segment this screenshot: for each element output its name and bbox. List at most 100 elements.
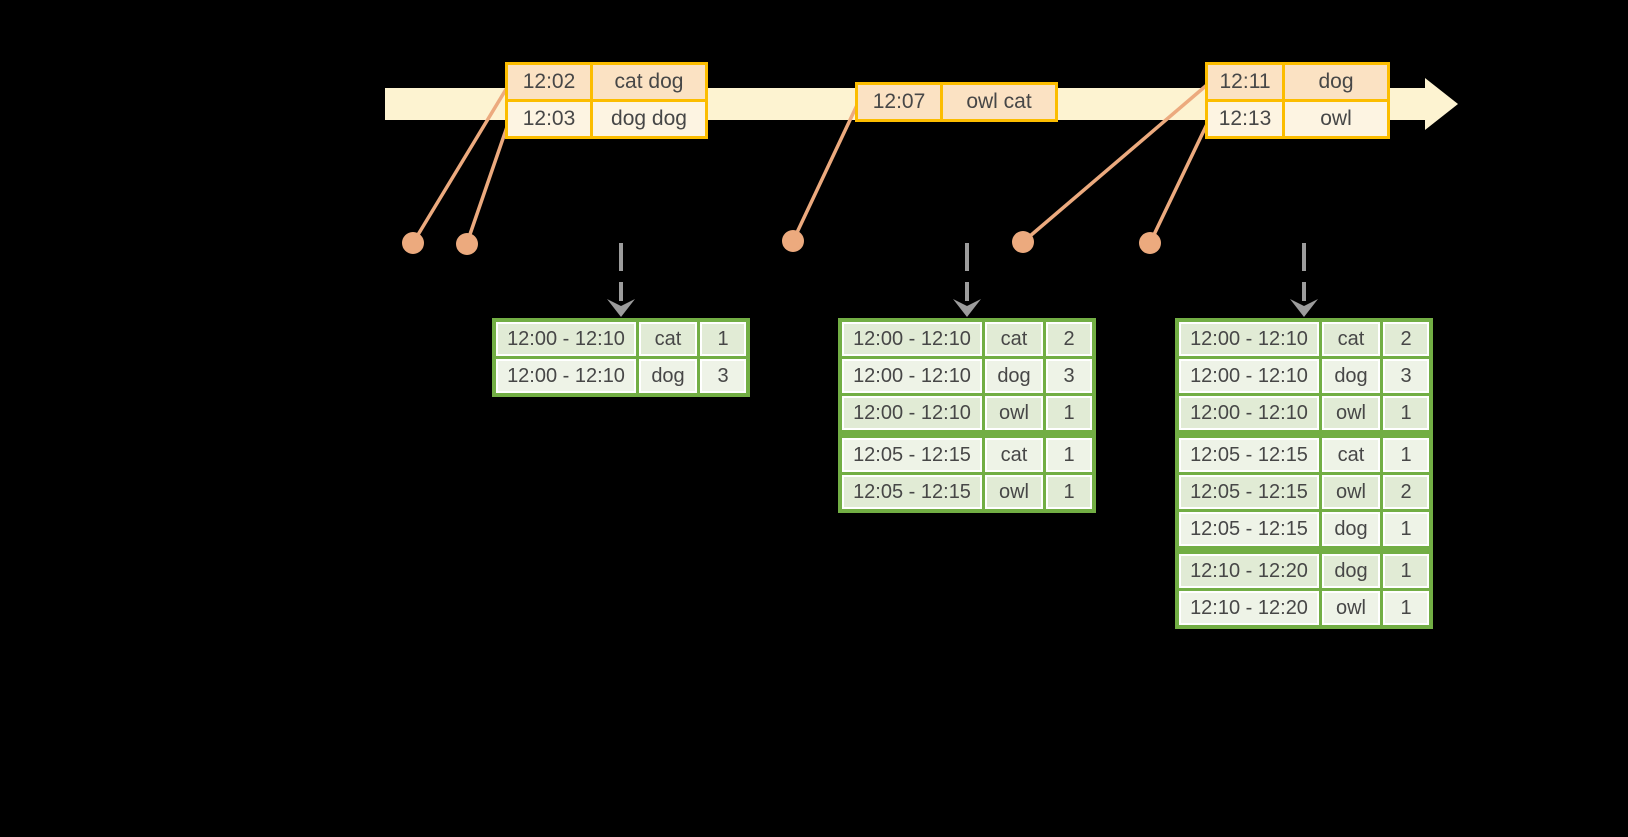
result-word-cell-value: owl <box>1324 593 1378 623</box>
result-word-cell: cat <box>639 322 697 356</box>
connector-line <box>465 123 510 244</box>
event-words-cell: dog dog <box>593 102 705 136</box>
event-words-cell: cat dog <box>593 65 705 99</box>
result-count-cell-value: 2 <box>1048 324 1090 354</box>
result-word-cell: dog <box>1322 359 1380 393</box>
result-window-cell: 12:05 - 12:15 <box>1179 475 1319 509</box>
result-count-cell: 1 <box>700 322 746 356</box>
result-count-cell: 2 <box>1383 322 1429 356</box>
result-word-cell-value: owl <box>987 398 1041 428</box>
event-dot <box>402 232 424 254</box>
result-word-cell-value: cat <box>987 324 1041 354</box>
result-window-cell-value: 12:00 - 12:10 <box>498 361 634 391</box>
result-word-cell: cat <box>1322 438 1380 472</box>
result-window-cell: 12:00 - 12:10 <box>1179 359 1319 393</box>
result-word-cell: dog <box>1322 554 1380 588</box>
result-window-cell-value: 12:00 - 12:10 <box>1181 398 1317 428</box>
result-word-cell: owl <box>1322 591 1380 625</box>
result-count-cell-value: 1 <box>1048 440 1090 470</box>
result-window-cell: 12:00 - 12:10 <box>842 359 982 393</box>
event-words-cell: dog <box>1285 65 1387 99</box>
result-window-cell-value: 12:00 - 12:10 <box>1181 324 1317 354</box>
result-word-cell: owl <box>985 475 1043 509</box>
result-word-cell-value: dog <box>1324 514 1378 544</box>
event-time-cell: 12:03 <box>508 102 590 136</box>
timeline-arrowhead-icon <box>1425 78 1458 130</box>
result-word-cell: dog <box>985 359 1043 393</box>
connector-line <box>1021 82 1210 244</box>
result-count-cell: 1 <box>1046 396 1092 430</box>
result-window-cell: 12:05 - 12:15 <box>842 475 982 509</box>
result-count-cell-value: 1 <box>1385 556 1427 586</box>
event-dot <box>1139 232 1161 254</box>
result-word-cell-value: owl <box>987 477 1041 507</box>
result-count-cell: 1 <box>1383 438 1429 472</box>
result-word-cell: owl <box>1322 396 1380 430</box>
result-count-cell-value: 1 <box>1385 440 1427 470</box>
result-count-cell-value: 1 <box>1048 477 1090 507</box>
trigger-arrow-icon <box>953 243 981 317</box>
result-window-cell: 12:05 - 12:15 <box>1179 438 1319 472</box>
result-word-cell: owl <box>1322 475 1380 509</box>
result-word-cell-value: dog <box>641 361 695 391</box>
window-group-separator <box>842 433 1092 435</box>
result-count-cell: 1 <box>1383 591 1429 625</box>
result-count-cell-value: 1 <box>1385 593 1427 623</box>
result-window-cell: 12:10 - 12:20 <box>1179 591 1319 625</box>
result-window-cell: 12:00 - 12:10 <box>1179 396 1319 430</box>
result-count-cell-value: 2 <box>1385 477 1427 507</box>
result-window-cell-value: 12:00 - 12:10 <box>844 398 980 428</box>
result-word-cell-value: cat <box>987 440 1041 470</box>
result-word-cell-value: dog <box>987 361 1041 391</box>
result-window-cell: 12:00 - 12:10 <box>496 359 636 393</box>
result-window-cell: 12:00 - 12:10 <box>842 322 982 356</box>
result-window-cell: 12:00 - 12:10 <box>496 322 636 356</box>
result-window-cell-value: 12:00 - 12:10 <box>498 324 634 354</box>
result-word-cell-value: owl <box>1324 477 1378 507</box>
event-words-cell: owl cat <box>943 85 1055 119</box>
result-word-cell: dog <box>639 359 697 393</box>
result-word-cell-value: cat <box>1324 324 1378 354</box>
result-count-cell-value: 3 <box>1385 361 1427 391</box>
result-count-cell-value: 1 <box>1385 398 1427 428</box>
result-word-cell: cat <box>1322 322 1380 356</box>
result-window-cell-value: 12:05 - 12:15 <box>1181 440 1317 470</box>
result-word-cell-value: dog <box>1324 361 1378 391</box>
result-window-cell: 12:10 - 12:20 <box>1179 554 1319 588</box>
result-window-cell: 12:05 - 12:15 <box>1179 512 1319 546</box>
result-window-cell-value: 12:05 - 12:15 <box>1181 477 1317 507</box>
trigger-arrow-icon <box>1290 243 1318 317</box>
result-count-cell: 1 <box>1383 396 1429 430</box>
result-window-cell: 12:05 - 12:15 <box>842 438 982 472</box>
result-count-cell-value: 1 <box>1048 398 1090 428</box>
event-dot <box>1012 231 1034 253</box>
event-time-cell: 12:02 <box>508 65 590 99</box>
result-count-cell: 2 <box>1383 475 1429 509</box>
result-count-cell: 3 <box>1383 359 1429 393</box>
result-window-cell-value: 12:05 - 12:15 <box>1181 514 1317 544</box>
result-word-cell-value: cat <box>1324 440 1378 470</box>
result-count-cell: 3 <box>700 359 746 393</box>
event-dot <box>456 233 478 255</box>
result-window-cell-value: 12:00 - 12:10 <box>844 361 980 391</box>
result-word-cell: cat <box>985 322 1043 356</box>
connector-line <box>411 85 510 244</box>
result-count-cell-value: 1 <box>1385 514 1427 544</box>
result-window-cell-value: 12:10 - 12:20 <box>1181 593 1317 623</box>
result-count-cell-value: 3 <box>702 361 744 391</box>
connector-line <box>791 102 860 242</box>
result-window-cell-value: 12:10 - 12:20 <box>1181 556 1317 586</box>
result-count-cell: 1 <box>1046 475 1092 509</box>
event-words-cell: owl <box>1285 102 1387 136</box>
result-count-cell: 2 <box>1046 322 1092 356</box>
result-count-cell-value: 2 <box>1385 324 1427 354</box>
result-word-cell: owl <box>985 396 1043 430</box>
result-window-cell-value: 12:00 - 12:10 <box>1181 361 1317 391</box>
